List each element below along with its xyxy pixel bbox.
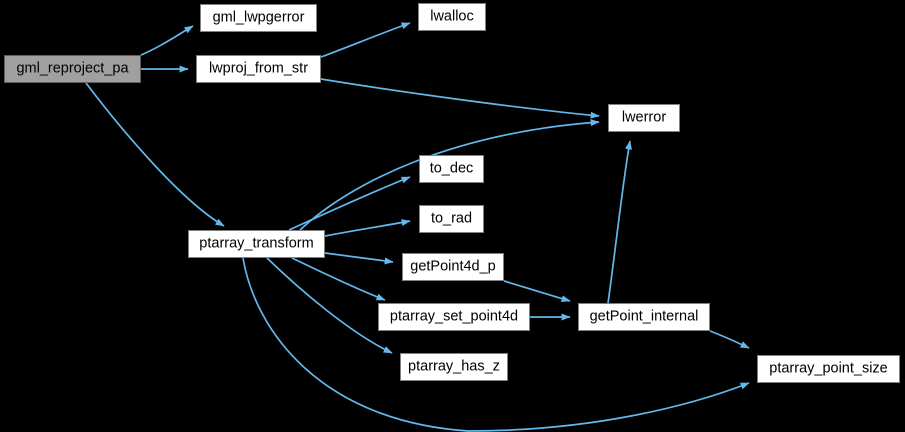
node-label: lwalloc <box>430 8 474 25</box>
graph-node-ptarray_has_z[interactable]: ptarray_has_z <box>400 353 508 381</box>
node-label: gml_lwpgerror <box>212 9 305 26</box>
edge-getPoint4d_p-to-getPoint_internal <box>503 280 571 303</box>
edge-lwproj_from_str-to-lwerror <box>320 78 600 119</box>
edge-ptarray_transform-to-ptarray_has_z <box>266 257 393 354</box>
node-label: gml_reproject_pa <box>16 60 129 77</box>
edge-lwproj_from_str-to-lwalloc <box>320 22 411 58</box>
edge-ptarray_transform-to-to_rad <box>324 219 411 237</box>
node-label: ptarray_has_z <box>408 358 500 375</box>
graph-node-ptarray_set_point4d[interactable]: ptarray_set_point4d <box>378 303 530 331</box>
graph-node-lwproj_from_str[interactable]: lwproj_from_str <box>196 55 321 83</box>
graph-node-ptarray_transform[interactable]: ptarray_transform <box>188 230 325 258</box>
graph-node-gml_lwpgerror[interactable]: gml_lwpgerror <box>200 4 317 32</box>
edge-ptarray_transform-to-ptarray_point_size <box>242 257 750 432</box>
node-label: getPoint_internal <box>589 308 699 325</box>
node-label: ptarray_transform <box>199 235 314 252</box>
node-label: ptarray_set_point4d <box>389 308 519 325</box>
node-label: lwproj_from_str <box>208 60 309 77</box>
node-label: lwerror <box>621 109 667 126</box>
graph-node-getPoint_internal[interactable]: getPoint_internal <box>578 303 710 331</box>
graph-node-ptarray_point_size[interactable]: ptarray_point_size <box>757 355 900 383</box>
edge-getPoint_internal-to-lwerror <box>607 140 632 304</box>
graph-node-lwerror[interactable]: lwerror <box>608 104 680 132</box>
edge-gml_reproject_pa-to-gml_lwpgerror <box>140 25 194 56</box>
edge-ptarray_transform-to-ptarray_set_point4d <box>291 257 386 301</box>
graph-node-gml_reproject_pa[interactable]: gml_reproject_pa <box>4 55 141 83</box>
edge-gml_reproject_pa-to-ptarray_transform <box>85 82 225 227</box>
node-label: to_rad <box>430 210 473 227</box>
graph-node-to_dec[interactable]: to_dec <box>419 155 484 183</box>
edge-ptarray_transform-to-to_dec <box>288 176 411 231</box>
node-label: ptarray_point_size <box>769 360 888 377</box>
graph-node-getPoint4d_p[interactable]: getPoint4d_p <box>402 253 504 281</box>
graph-node-to_rad[interactable]: to_rad <box>419 205 484 233</box>
node-label: getPoint4d_p <box>410 258 496 275</box>
edge-ptarray_transform-to-lwerror <box>299 119 600 231</box>
node-label: to_dec <box>429 160 474 177</box>
graph-node-lwalloc[interactable]: lwalloc <box>418 3 486 31</box>
edge-ptarray_transform-to-getPoint4d_p <box>324 252 394 265</box>
edge-getPoint_internal-to-ptarray_point_size <box>709 330 750 349</box>
